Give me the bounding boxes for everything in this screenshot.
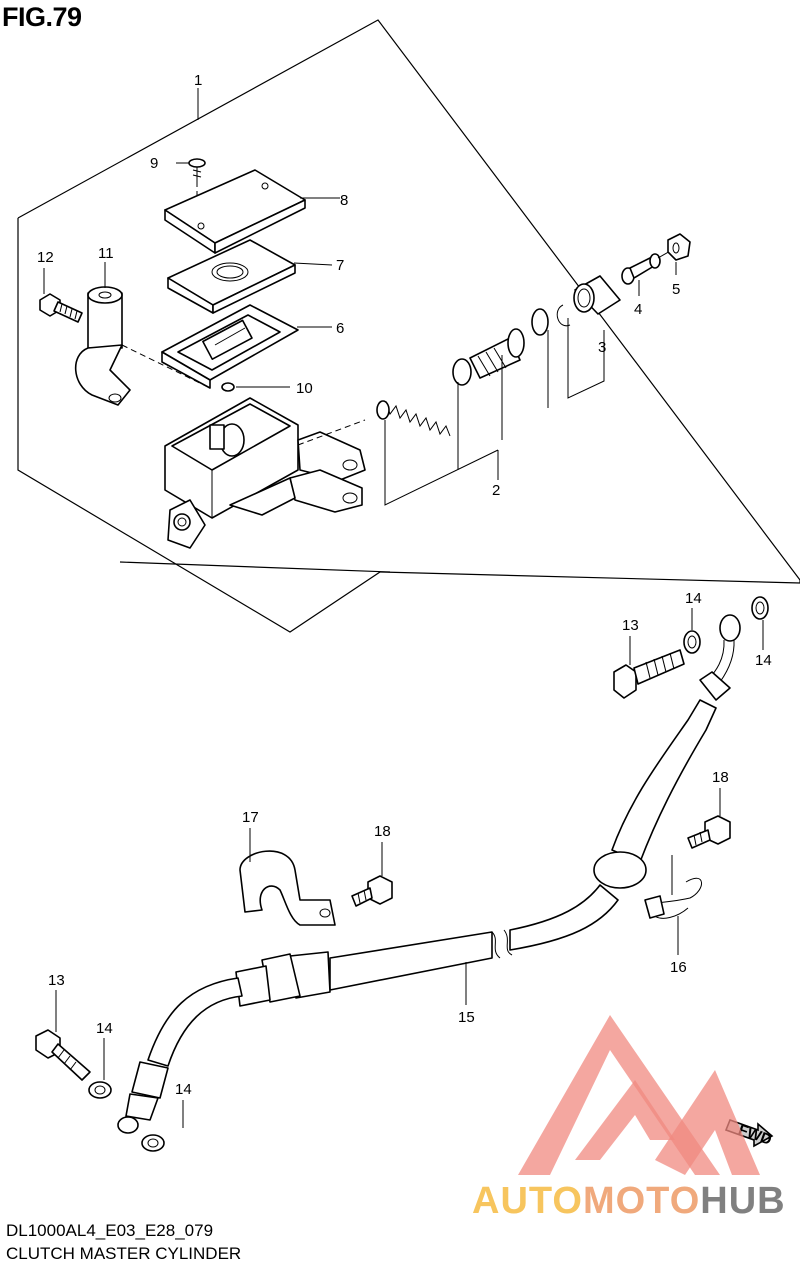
callout-14-lower-left: 14 — [96, 1020, 113, 1037]
diaphragm-6 — [161, 304, 299, 389]
boot-3 — [556, 275, 621, 327]
assembly-outline — [17, 19, 800, 633]
watermark-moto: MOTO — [582, 1180, 701, 1222]
nut-5 — [667, 233, 691, 261]
callout-8: 8 — [340, 192, 348, 209]
reservoir-cap-8 — [164, 169, 306, 254]
washers-14 — [88, 596, 769, 1152]
callout-18-left: 18 — [374, 823, 391, 840]
bolt-12 — [39, 293, 83, 323]
callout-14-upper: 14 — [685, 590, 702, 607]
callout-9: 9 — [150, 155, 158, 172]
callout-4: 4 — [634, 301, 642, 318]
callout-labels: 1 2 3 4 5 6 7 8 9 10 11 12 13 13 14 14 1… — [37, 72, 772, 1098]
banjo-bolt-13-upper — [613, 636, 685, 699]
plate-7 — [167, 239, 296, 314]
figure-code: DL1000AL4_E03_E28_079 — [6, 1221, 214, 1240]
watermark-text: AUTOMOTOHUB — [472, 1180, 786, 1223]
callout-15: 15 — [458, 1009, 475, 1026]
callout-18-right: 18 — [712, 769, 729, 786]
bolt-18-left — [351, 842, 393, 907]
callout-5: 5 — [672, 281, 680, 298]
callout-14-lower: 14 — [175, 1081, 192, 1098]
callout-2: 2 — [492, 482, 500, 499]
master-cylinder-body — [164, 397, 366, 549]
callout-17: 17 — [242, 809, 259, 826]
callout-13-upper: 13 — [622, 617, 639, 634]
watermark-logo-icon — [518, 1015, 760, 1175]
watermark-auto: AUTO — [472, 1180, 583, 1222]
callout-6: 6 — [336, 320, 344, 337]
callout-16: 16 — [670, 959, 687, 976]
callout-11: 11 — [98, 245, 114, 262]
banjo-bolt-13-lower — [35, 990, 91, 1081]
callout-3: 3 — [598, 339, 606, 356]
callout-7: 7 — [336, 257, 344, 274]
push-rod-4 — [621, 249, 673, 285]
figure-name: CLUTCH MASTER CYLINDER — [6, 1244, 242, 1263]
callout-1: 1 — [194, 72, 202, 89]
callout-12: 12 — [37, 249, 54, 266]
upper-leaders — [43, 88, 677, 506]
hose-15 — [117, 614, 741, 1134]
bracket-17 — [239, 828, 336, 926]
figure-title: FIG.79 — [2, 2, 82, 32]
callout-14-right: 14 — [755, 652, 772, 669]
ring-10 — [221, 382, 235, 392]
piston-spring-2 — [376, 308, 549, 437]
callout-13-lower: 13 — [48, 972, 65, 989]
bolt-18-right — [687, 788, 731, 849]
clamp-11 — [74, 286, 211, 406]
clip-16 — [644, 855, 702, 955]
watermark-hub: HUB — [700, 1180, 786, 1222]
callout-10: 10 — [296, 380, 313, 397]
